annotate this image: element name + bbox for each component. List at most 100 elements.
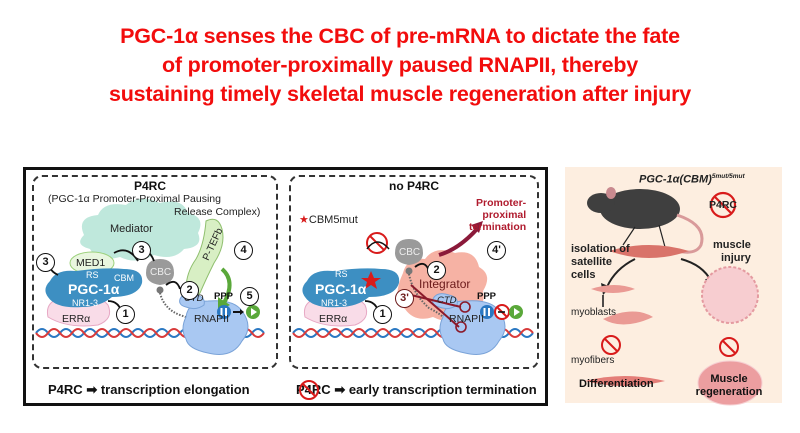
step-4-badge: 4 xyxy=(234,241,253,260)
cap-icon xyxy=(156,286,164,294)
left-caption-result: transcription elongation xyxy=(100,382,250,397)
step-2-badge: 2 xyxy=(427,261,446,280)
p4rc-illustration xyxy=(35,198,265,355)
mutation-legend: ★CBM5mut xyxy=(299,213,358,226)
injury-line1: muscle xyxy=(713,239,751,251)
isolation-line1: isolation of xyxy=(571,243,630,255)
injured-muscle-icon xyxy=(701,266,759,324)
isolation-line3: cells xyxy=(571,269,596,281)
star-icon: ★ xyxy=(299,214,309,226)
regeneration-line2: regeneration xyxy=(695,386,763,398)
cbc-shape-icon xyxy=(395,239,423,265)
erra-label: ERRα xyxy=(319,313,348,325)
middle-caption-p4rc-wrapper: P4RC xyxy=(296,380,331,400)
phenotype-illustration xyxy=(585,187,763,406)
figure-title: PGC-1α senses the CBC of pre-mRNA to dic… xyxy=(0,22,800,109)
pgc-rs-label: RS xyxy=(86,270,99,280)
pgc-nr-label: NR1-3 xyxy=(72,298,99,308)
myofiber-icon xyxy=(585,376,665,386)
injury-label: muscle injury xyxy=(713,239,751,265)
title-line-1: PGC-1α senses the CBC of pre-mRNA to dic… xyxy=(120,24,680,48)
p4rc-subheading-line2: Release Complex) xyxy=(174,206,261,218)
p4rc-panel: P4RC (PGC-1α Promoter-Proximal Pausing R… xyxy=(32,175,278,369)
regenerating-muscle-icon xyxy=(697,360,763,406)
step-3a-badge: 3 xyxy=(36,253,55,272)
left-caption-p4rc: P4RC xyxy=(48,382,83,397)
differentiation-label: Differentiation xyxy=(579,378,654,390)
genotype-name: PGC-1α(CBM) xyxy=(639,173,712,186)
isolation-label: isolation of satellite cells xyxy=(571,243,630,282)
rnapii-label: RNAPII xyxy=(194,313,230,325)
genotype-label: PGC-1α(CBM)5mut/5mut xyxy=(639,173,745,186)
ppp-label: PPP xyxy=(214,291,234,302)
mouse-icon xyxy=(587,187,704,254)
arrow-right-icon: ➡ xyxy=(86,382,101,397)
mediator-cloud-icon xyxy=(80,198,201,261)
p4rc-subheading-line1: (PGC-1α Promoter-Proximal Pausing xyxy=(48,193,221,205)
termination-arrow-icon xyxy=(438,227,479,257)
blocked-transition-icon xyxy=(494,304,510,320)
myoblast-cell-icon xyxy=(603,311,653,325)
step-4prime-badge: 4' xyxy=(487,241,506,260)
mutation-label: CBM5mut xyxy=(308,214,358,226)
termination-label-line2: proximal xyxy=(482,209,527,221)
green-arrow-icon xyxy=(220,267,232,304)
genotype-superscript: 5mut/5mut xyxy=(711,173,745,180)
rnapii-label: RNAPII xyxy=(449,313,485,325)
blocked-regeneration-icon xyxy=(719,337,739,357)
no-p4rc-illustration xyxy=(292,221,534,355)
title-line-3: sustaining timely skeletal muscle regene… xyxy=(108,82,692,106)
ptefb-shape-icon xyxy=(185,218,224,297)
mutation-star-icon xyxy=(361,271,381,289)
step-2-badge: 2 xyxy=(180,281,199,300)
middle-caption: P4RC ➡ early transcription termination xyxy=(296,380,537,400)
arrow-down-icon xyxy=(680,258,712,282)
cap-icon xyxy=(405,267,413,275)
p4rc-prohibited-icon xyxy=(709,191,737,219)
termination-label-line1: Promoter- xyxy=(475,197,527,209)
step-1-badge: 1 xyxy=(373,305,392,324)
mouse-phenotype-panel: PGC-1α(CBM)5mut/5mut P4RC isolation of s… xyxy=(565,167,782,406)
prohibited-icon xyxy=(299,380,319,400)
step-1-badge: 1 xyxy=(116,305,135,324)
arrow-right-icon: ➡ xyxy=(334,382,349,397)
myoblast-cell-icon xyxy=(591,285,635,293)
pgc-cbm-label: CBM xyxy=(114,273,134,283)
step-3prime-badge: 3' xyxy=(395,289,414,308)
med1-label: MED1 xyxy=(76,257,106,269)
mechanism-frame: P4RC (PGC-1α Promoter-Proximal Pausing R… xyxy=(23,167,548,406)
pgc-rs-label: RS xyxy=(335,269,348,279)
no-p4rc-panel: no P4RC ★CBM5mut Promoter- proximal term… xyxy=(289,175,539,369)
cbc-shape-icon xyxy=(146,259,174,285)
p4rc-heading: P4RC xyxy=(134,179,167,193)
scissors-icon xyxy=(410,284,471,333)
left-caption: P4RC ➡ transcription elongation xyxy=(48,382,250,398)
arrow-down-icon xyxy=(606,258,636,288)
prohibited-binding-icon xyxy=(366,232,390,254)
termination-label-line3: termination xyxy=(469,221,527,233)
blocked-differentiation-icon xyxy=(601,335,621,355)
ppp-label: PPP xyxy=(477,291,497,302)
cbc-label: CBC xyxy=(150,267,172,278)
p4rc-badge: P4RC xyxy=(709,199,738,211)
step-5-badge: 5 xyxy=(240,287,259,306)
myoblasts-label: myoblasts xyxy=(571,307,617,318)
regeneration-label: Muscle regeneration xyxy=(689,373,769,399)
ctd-label: CTD xyxy=(437,295,457,306)
termination-label: Promoter- proximal termination xyxy=(469,197,526,233)
isolation-line2: satellite xyxy=(571,256,612,268)
myofibers-label: myofibers xyxy=(571,355,615,366)
middle-caption-result: early transcription termination xyxy=(348,382,537,397)
title-line-2: of promoter-proximally paused RNAPII, th… xyxy=(161,53,639,77)
pgc1a-shape-icon xyxy=(45,268,143,308)
no-p4rc-heading: no P4RC xyxy=(389,179,440,193)
pgc1a-label: PGC-1α xyxy=(315,281,367,297)
pgc-nr-label: NR1-3 xyxy=(321,298,348,308)
erra-label: ERRα xyxy=(62,313,91,325)
regeneration-line1: Muscle xyxy=(710,373,748,385)
injury-line2: injury xyxy=(720,252,751,264)
curved-arrow-icon xyxy=(165,280,181,290)
integrator-label: Integrator xyxy=(419,277,471,291)
pgc1a-label: PGC-1α xyxy=(68,281,120,297)
mediator-label: Mediator xyxy=(110,223,153,235)
